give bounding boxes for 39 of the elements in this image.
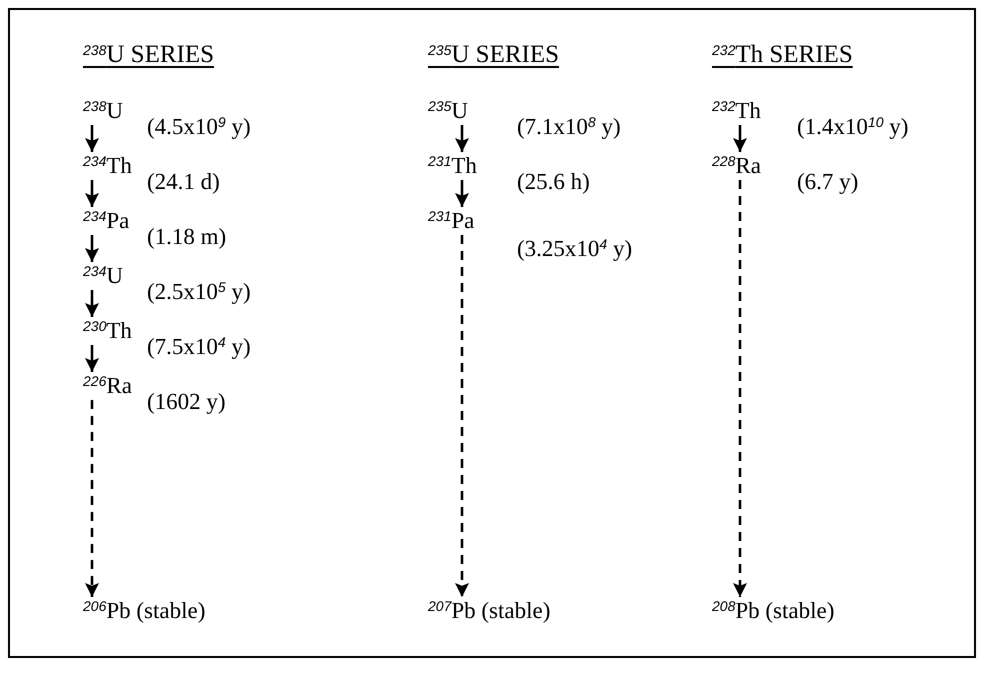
half-life-label: (1.4x10$^{10}$ y) <box>797 114 908 140</box>
nuclide-label: $^{228}$Ra <box>712 153 761 179</box>
nuclide-label: $^{226}$Ra <box>83 373 132 399</box>
nuclide-label: $^{232}$Th <box>712 98 761 124</box>
series-heading: $^{238}$U SERIES <box>83 42 214 67</box>
decay-arrow <box>455 235 469 597</box>
nuclide-label: $^{208}$Pb (stable) <box>712 598 834 624</box>
nuclide-label: $^{234}$Pa <box>83 208 130 234</box>
nuclide-label: $^{234}$Th <box>83 153 132 179</box>
decay-arrow <box>733 180 747 597</box>
nuclide-label: $^{206}$Pb (stable) <box>83 598 206 624</box>
nuclide-label: $^{234}$U <box>83 263 123 289</box>
half-life-label: (7.1x10$^{8}$ y) <box>517 114 621 140</box>
nuclide-label: $^{231}$Th <box>428 153 477 179</box>
nuclide-label: $^{231}$Pa <box>428 208 474 234</box>
decay-arrow <box>733 125 747 152</box>
half-life-label: (7.5x10$^{4}$ y) <box>147 334 251 360</box>
half-life-label: (25.6 h) <box>517 169 590 195</box>
decay-arrow <box>85 235 99 262</box>
decay-arrow <box>85 345 99 372</box>
series-heading: $^{232}$Th SERIES <box>712 42 853 67</box>
half-life-label: (1602 y) <box>147 389 226 415</box>
decay-arrow <box>85 180 99 207</box>
nuclide-label: $^{207}$Pb (stable) <box>428 598 550 624</box>
half-life-label: (1.18 m) <box>147 224 226 250</box>
decay-arrow <box>85 400 99 597</box>
decay-arrow <box>85 290 99 317</box>
half-life-label: (2.5x10$^{5}$ y) <box>147 279 251 305</box>
nuclide-label: $^{235}$U <box>428 98 468 124</box>
half-life-label: (3.25x10$^{4}$ y) <box>517 236 632 262</box>
decay-arrow <box>455 125 469 152</box>
half-life-label: (6.7 y) <box>797 169 858 195</box>
decay-arrow <box>455 180 469 207</box>
series-heading: $^{235}$U SERIES <box>428 42 560 67</box>
nuclide-label: $^{230}$Th <box>83 318 132 344</box>
decay-arrow <box>85 125 99 152</box>
half-life-label: (4.5x10$^{9}$ y) <box>147 114 251 140</box>
nuclide-label: $^{238}$U <box>83 98 123 124</box>
half-life-label: (24.1 d) <box>147 169 220 195</box>
